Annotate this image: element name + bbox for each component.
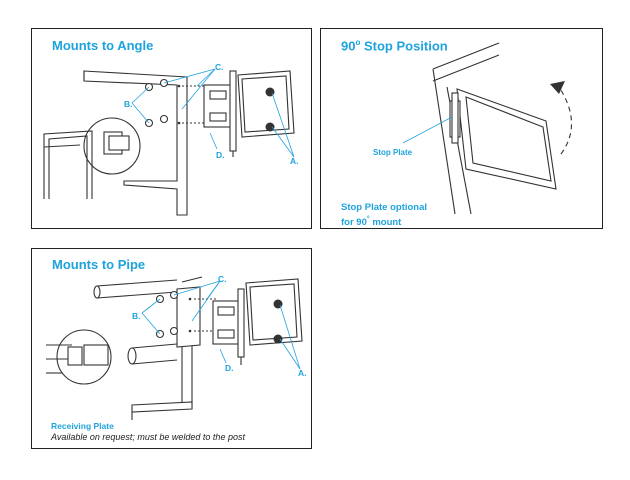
- stop-plate-note: Stop Plate optional for 90° mount: [341, 202, 427, 229]
- receiving-plate-note: Available on request; must be welded to …: [51, 432, 245, 442]
- stop-position-drawing: [402, 42, 573, 215]
- angle-mount-drawing: [43, 68, 295, 216]
- stop-plate-label: Stop Plate: [373, 148, 413, 157]
- callout-c: C.: [218, 274, 227, 284]
- pipe-mount-drawing: [46, 276, 303, 420]
- panel-title: 90o Stop Position: [341, 38, 448, 53]
- title-main: 90: [341, 38, 356, 54]
- panel-stop-position: 90o Stop Position Stop Plate Stop Plate …: [320, 28, 603, 229]
- panel-mounts-to-pipe: Mounts to Pipe: [31, 248, 312, 449]
- title-rest: Stop Position: [360, 38, 448, 54]
- callout-c: C.: [215, 62, 224, 72]
- title-sup: o: [355, 38, 361, 47]
- receiving-plate-label: Receiving Plate: [51, 421, 114, 431]
- panel-title: Mounts to Pipe: [52, 257, 146, 272]
- callout-d: D.: [216, 150, 225, 160]
- note-line-2: for 90° mount: [341, 216, 402, 229]
- callout-d: D.: [225, 363, 234, 373]
- panel-title: Mounts to Angle: [52, 38, 154, 53]
- callout-a: A.: [290, 156, 299, 166]
- note-line-1: Stop Plate optional: [341, 202, 428, 213]
- callout-a: A.: [298, 368, 307, 378]
- callout-b: B.: [124, 99, 133, 109]
- callout-b: B.: [132, 311, 141, 321]
- panel-mounts-to-angle: Mounts to Angle: [31, 28, 312, 229]
